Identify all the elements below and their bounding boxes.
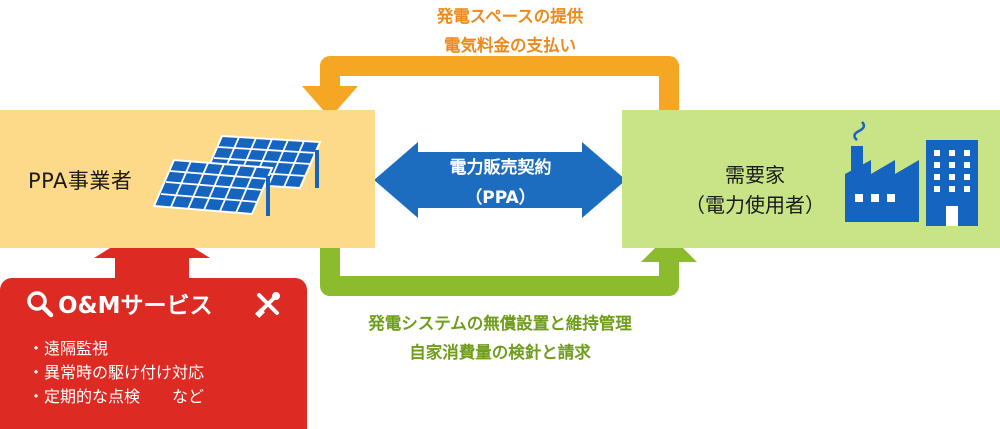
contract-label-line2: （PPA） [465, 188, 536, 208]
ppa-provider-label: PPA事業者 [28, 169, 133, 193]
orange-arrowhead [302, 86, 358, 118]
consumer-label-line2: （電力使用者） [685, 193, 825, 217]
tools-icon [255, 292, 280, 318]
building-icon [926, 140, 978, 226]
om-item-emergency-response: ・異常時の駆け付け対応 [28, 363, 205, 382]
orange-flow-arrow [320, 56, 679, 110]
consumer-label: 需要家 （電力使用者） [680, 160, 830, 220]
consumer-label-line1: 需要家 [725, 163, 785, 187]
top-flow-text: 発電スペースの提供 電気料金の支払い [380, 2, 640, 60]
om-service-box [0, 278, 307, 429]
contract-label: 電力販売契約 （PPA） [418, 153, 583, 213]
solar-panel-icon [152, 134, 322, 216]
om-service-title: O&Mサービス [58, 293, 213, 319]
top-flow-line2: 電気料金の支払い [444, 36, 576, 55]
contract-label-line1: 電力販売契約 [449, 158, 552, 178]
magnifier-icon [27, 291, 54, 318]
top-flow-line1: 発電スペースの提供 [436, 7, 584, 26]
om-item-periodic-inspection: ・定期的な点検 など [28, 387, 205, 406]
bottom-flow-line2: 自家消費量の検針と請求 [409, 343, 591, 362]
om-item-remote-monitoring: ・遠隔監視 [28, 339, 109, 358]
contract-double-arrow [374, 142, 626, 218]
factory-icon [845, 121, 919, 222]
green-arrowhead [641, 234, 697, 262]
green-flow-arrow [320, 248, 679, 296]
bottom-flow-text: 発電システムの無償設置と維持管理 自家消費量の検針と請求 [300, 309, 700, 367]
om-up-arrow [94, 222, 210, 280]
bottom-flow-line1: 発電システムの無償設置と維持管理 [368, 314, 632, 333]
om-service-list: ・遠隔監視 ・異常時の駆け付け対応 ・定期的な点検 など [28, 337, 204, 409]
